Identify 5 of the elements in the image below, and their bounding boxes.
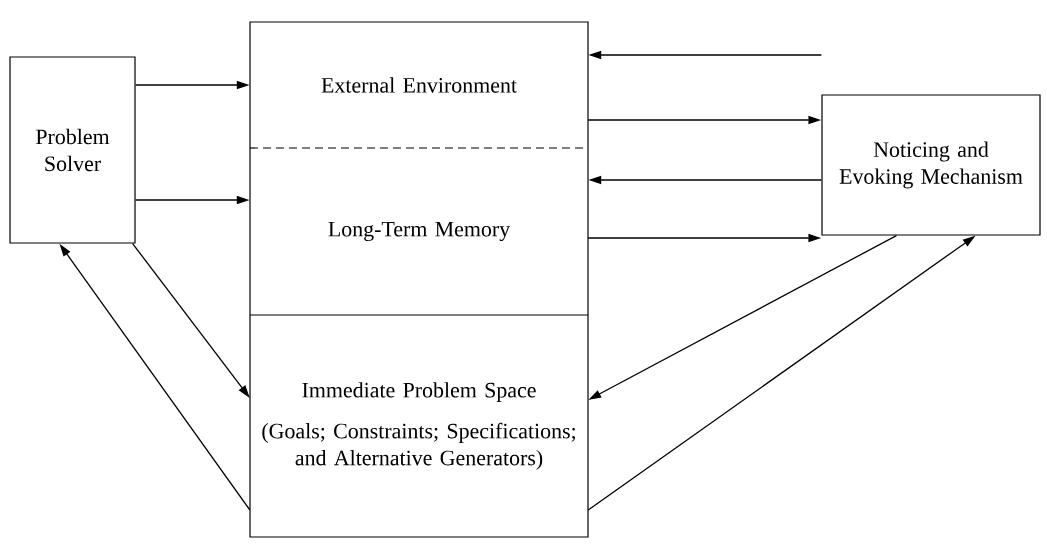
panel-section: Long-Term Memory [249, 147, 589, 316]
process-box: Noticing and Evoking Mechanism [821, 94, 1041, 236]
process-box: Problem Solver [9, 56, 136, 244]
panel-section: External Environment [249, 21, 589, 149]
panel-section: Immediate Problem Space (Goals; Constraints; Specifications; and Alternative Generators) [249, 314, 589, 538]
